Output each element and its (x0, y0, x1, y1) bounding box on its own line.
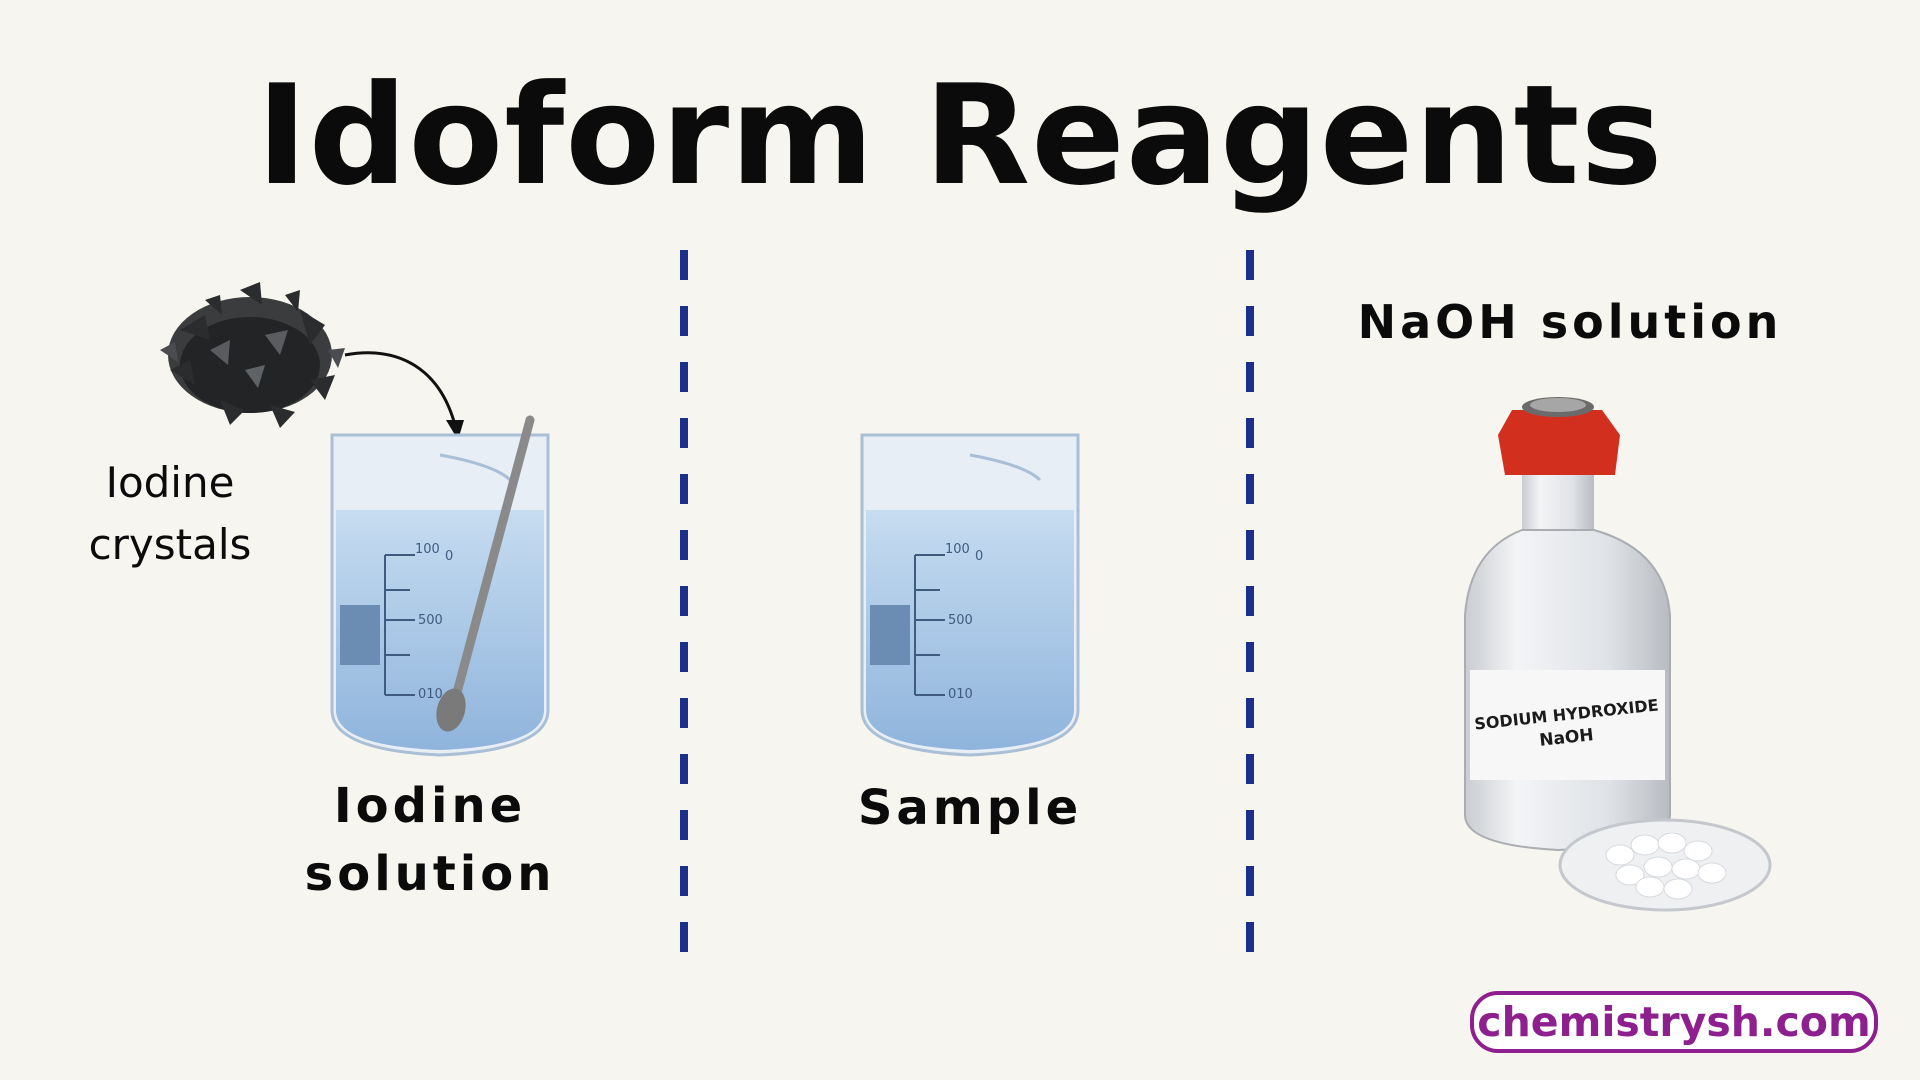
watermark-badge: chemistrysh.com (1470, 991, 1878, 1053)
beaker-mark-500: 500 (948, 613, 973, 628)
watermark-text: chemistrysh.com (1477, 998, 1871, 1046)
beaker-mark-100: 100 (945, 542, 970, 557)
naoh-bottle-image: SODIUM HYDROXIDE NaOH (1464, 397, 1772, 912)
beaker-mark-010: 010 (418, 687, 443, 702)
iodine-solution-label: Iodine solution (304, 778, 556, 902)
sample-label: Sample (857, 780, 1083, 836)
beaker-mark-0: 0 (445, 549, 453, 564)
naoh-solution-label: NaOH solution (1357, 295, 1783, 349)
iodine-crystals-image (160, 282, 464, 440)
divider-left (680, 250, 688, 955)
beaker-mark-500: 500 (418, 613, 443, 628)
page-title: Idoform Reagents (256, 55, 1664, 216)
iodine-beaker-image: 100 0 500 010 (330, 415, 550, 757)
beaker-mark-100: 100 (415, 542, 440, 557)
iodine-crystals-label: Iodine crystals (88, 458, 252, 569)
beaker-mark-010: 010 (948, 687, 973, 702)
sample-beaker-image: 100 0 500 010 (860, 433, 1080, 757)
beaker-mark-0: 0 (975, 549, 983, 564)
divider-right (1246, 250, 1254, 955)
